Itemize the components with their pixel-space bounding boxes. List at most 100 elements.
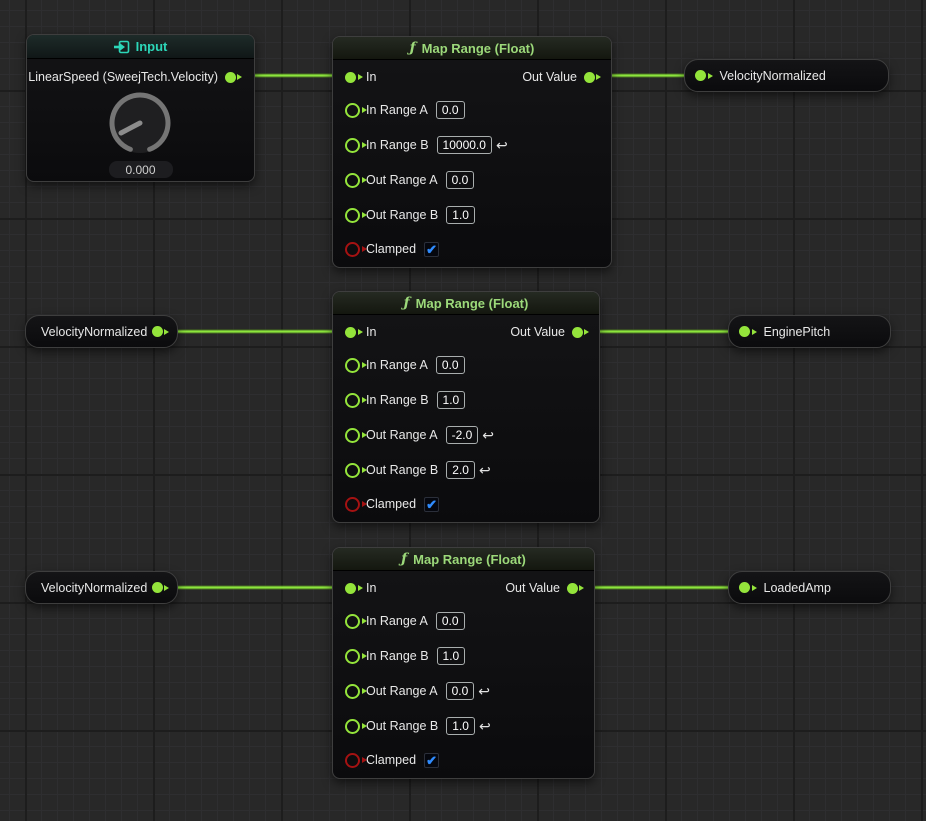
- pin-in-range-a[interactable]: [345, 104, 367, 116]
- value-input[interactable]: 0.0: [435, 612, 465, 630]
- reroute-node-velocitynormalized[interactable]: VelocityNormalized: [25, 571, 178, 604]
- pin-label: Out Range B: [366, 463, 439, 477]
- pin-out-range-b[interactable]: [345, 720, 367, 732]
- pin-in[interactable]: [345, 582, 363, 594]
- node-title: Map Range (Float): [413, 551, 526, 567]
- node-header[interactable]: ƒ Map Range (Float): [333, 548, 594, 571]
- map-range-node[interactable]: ƒ Map Range (Float) In Out Value In Rang…: [332, 36, 612, 268]
- node-header[interactable]: Input: [27, 35, 254, 59]
- value-input[interactable]: 0.0: [435, 356, 465, 374]
- pin-clamped[interactable]: [345, 243, 367, 255]
- function-icon: ƒ: [403, 295, 410, 311]
- pin-out-value[interactable]: [584, 71, 602, 83]
- pin-output[interactable]: [152, 582, 170, 594]
- value-input[interactable]: 0.0: [445, 171, 475, 189]
- pin-label: In Range B: [366, 393, 429, 407]
- reroute-node-loadedamp[interactable]: LoadedAmp: [728, 571, 891, 604]
- map-range-node[interactable]: ƒ Map Range (Float) In Out Value In Rang…: [332, 291, 600, 523]
- pin-label: In Range A: [366, 358, 428, 372]
- knob-value-readout[interactable]: 0.000: [108, 161, 173, 178]
- input-node[interactable]: Input LinearSpeed (SweejTech.Velocity) 0…: [26, 34, 255, 182]
- value-input[interactable]: 1.0: [446, 717, 475, 735]
- pin-label: Out Range B: [366, 719, 439, 733]
- value-input[interactable]: 1.0: [436, 391, 466, 409]
- reroute-node-velocitynormalized[interactable]: VelocityNormalized: [684, 59, 889, 92]
- pin-input[interactable]: [695, 70, 713, 82]
- checkmark-icon: ✔: [426, 496, 437, 512]
- pin-label: Out Range A: [366, 428, 438, 442]
- node-label: EnginePitch: [763, 324, 831, 339]
- node-title: Map Range (Float): [415, 295, 529, 311]
- pin-label: In: [366, 70, 377, 84]
- input-icon: [113, 40, 129, 53]
- pin-in-range-a[interactable]: [345, 359, 367, 371]
- clamped-checkbox[interactable]: ✔: [424, 241, 440, 257]
- pin-input[interactable]: [739, 582, 757, 594]
- pin-out-range-a[interactable]: [345, 685, 367, 697]
- knob-dial[interactable]: [105, 88, 175, 158]
- checkmark-icon: ✔: [426, 241, 437, 257]
- clamped-checkbox[interactable]: ✔: [424, 496, 440, 512]
- pin-label: Out Range B: [366, 208, 439, 222]
- reroute-node-velocitynormalized[interactable]: VelocityNormalized: [25, 315, 178, 348]
- node-title: Input: [135, 39, 168, 54]
- pin-out-value[interactable]: [572, 326, 590, 338]
- value-input[interactable]: 0.0: [435, 101, 465, 119]
- node-label: VelocityNormalized: [41, 324, 148, 339]
- pin-clamped[interactable]: [345, 498, 367, 510]
- function-icon: ƒ: [401, 551, 408, 567]
- reset-to-default-icon[interactable]: ↩: [478, 683, 490, 699]
- node-label: VelocityNormalized: [41, 580, 148, 595]
- reset-to-default-icon[interactable]: ↩: [478, 462, 491, 478]
- checkmark-icon: ✔: [426, 752, 437, 768]
- pin-label: In: [366, 325, 377, 339]
- value-input[interactable]: 2.0: [446, 461, 475, 479]
- node-header[interactable]: ƒ Map Range (Float): [333, 37, 611, 60]
- pin-clamped[interactable]: [345, 754, 367, 766]
- pin-in-range-b[interactable]: [345, 650, 367, 662]
- pin-label: Out Value: [505, 581, 560, 595]
- pin-label: Out Range A: [366, 173, 438, 187]
- pin-out-value[interactable]: [567, 582, 585, 594]
- pin-out-range-a[interactable]: [345, 429, 367, 441]
- pin-in-range-b[interactable]: [345, 139, 367, 151]
- pin-label: In Range B: [366, 138, 429, 152]
- pin-label: In: [366, 581, 377, 595]
- pin-label: Clamped: [366, 753, 417, 767]
- reroute-node-enginepitch[interactable]: EnginePitch: [728, 315, 891, 348]
- value-input[interactable]: 0.0: [445, 682, 475, 700]
- value-input[interactable]: 10000.0: [436, 136, 492, 154]
- pin-out-range-a[interactable]: [345, 174, 367, 186]
- pin-input[interactable]: [739, 326, 757, 338]
- reset-to-default-icon[interactable]: ↩: [482, 427, 494, 443]
- pin-out-range-b[interactable]: [345, 464, 367, 476]
- pin-label: LinearSpeed (SweejTech.Velocity): [28, 70, 218, 84]
- pin-label: Out Range A: [366, 684, 438, 698]
- pin-label: Out Value: [510, 325, 565, 339]
- node-label: LoadedAmp: [763, 580, 831, 595]
- pin-linearspeed-output[interactable]: [225, 71, 243, 83]
- value-input[interactable]: 1.0: [436, 647, 466, 665]
- knob-indicator: [118, 120, 143, 136]
- node-title: Map Range (Float): [421, 40, 535, 56]
- map-range-node[interactable]: ƒ Map Range (Float) In Out Value In Rang…: [332, 547, 595, 779]
- pin-label: Out Value: [522, 70, 577, 84]
- node-label: VelocityNormalized: [719, 68, 826, 83]
- pin-in[interactable]: [345, 71, 363, 83]
- value-input[interactable]: -2.0: [445, 426, 479, 444]
- pin-in-range-a[interactable]: [345, 615, 367, 627]
- pin-out-range-b[interactable]: [345, 209, 367, 221]
- value-input[interactable]: 1.0: [446, 206, 475, 224]
- pin-in[interactable]: [345, 326, 363, 338]
- clamped-checkbox[interactable]: ✔: [424, 752, 440, 768]
- pin-label: Clamped: [366, 497, 417, 511]
- pin-label: In Range A: [366, 614, 428, 628]
- pin-label: Clamped: [366, 242, 417, 256]
- reset-to-default-icon[interactable]: ↩: [495, 137, 508, 153]
- node-header[interactable]: ƒ Map Range (Float): [333, 292, 599, 315]
- pin-output[interactable]: [152, 326, 170, 338]
- reset-to-default-icon[interactable]: ↩: [478, 718, 491, 734]
- pin-in-range-b[interactable]: [345, 394, 367, 406]
